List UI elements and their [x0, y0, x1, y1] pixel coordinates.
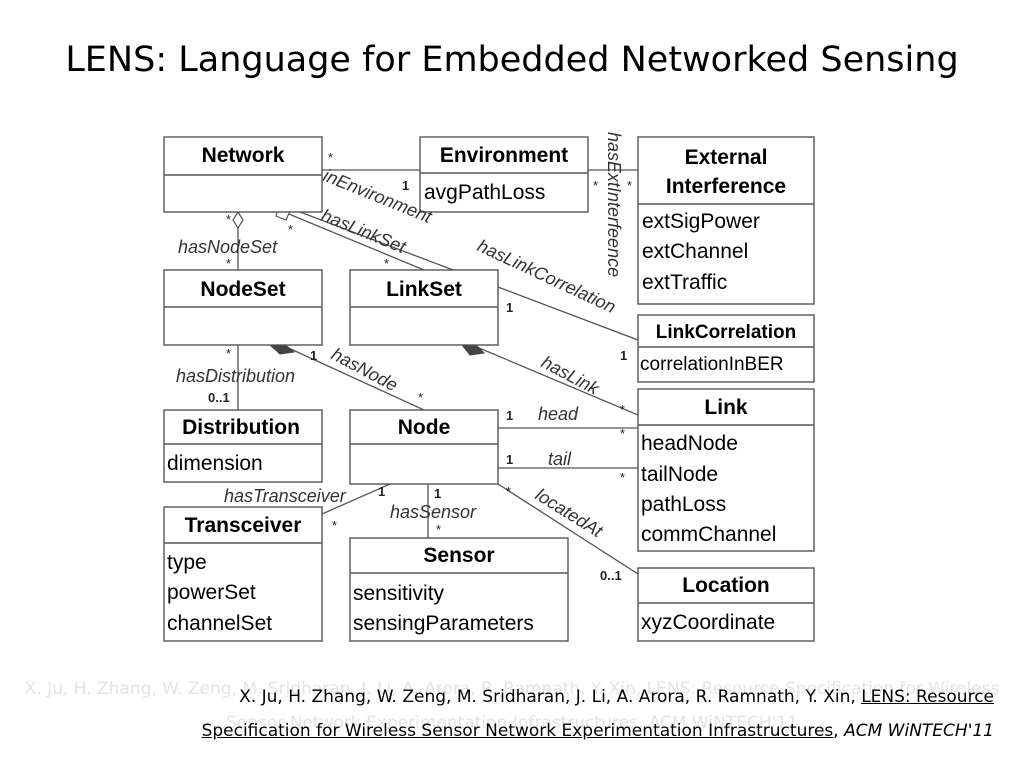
mult-extint-many: *: [627, 178, 632, 193]
citation-paper-link-part1[interactable]: LENS: Resource: [861, 687, 994, 707]
mult-node-loc-many: *: [506, 484, 511, 499]
label-hasNode: hasNode: [328, 344, 401, 395]
citation-separator: ,: [833, 721, 839, 741]
class-linkcorrelation-name: LinkCorrelation: [656, 322, 796, 343]
citation-venue: ACM WiNTECH'11: [844, 721, 994, 741]
mult-nodeset-node-one: 1: [310, 348, 317, 363]
citation-authors: X. Ju, H. Zhang, W. Zeng, M. Sridharan, …: [239, 687, 856, 707]
class-link-name: Link: [704, 396, 747, 419]
edge-nodeset-node: [281, 344, 425, 411]
citation: X. Ju, H. Zhang, W. Zeng, M. Sridharan, …: [30, 680, 994, 748]
mult-dist-zero-one: 0..1: [208, 390, 230, 405]
mult-node-trans-one: 1: [378, 484, 385, 499]
mult-linkset-many: *: [384, 256, 389, 271]
label-hasExtInterference: hasExtInterfeence: [604, 132, 624, 277]
class-location-name: Location: [682, 574, 770, 597]
class-extinterference-name-1: External: [685, 146, 768, 169]
mult-link-tail-many: *: [620, 470, 625, 485]
attr-linkcorrelation-0: correlationInBER: [640, 354, 784, 375]
attr-distribution-0: dimension: [167, 452, 263, 475]
mult-network-linkset-many: *: [288, 222, 293, 237]
class-linkset-name: LinkSet: [386, 278, 462, 301]
attr-sensor-0: sensitivity: [353, 582, 445, 605]
attr-link-0: headNode: [641, 432, 738, 455]
attr-link-1: tailNode: [641, 463, 718, 486]
attr-location-0: xyzCoordinate: [641, 611, 775, 634]
class-transceiver-name: Transceiver: [185, 514, 302, 537]
label-hasSensor: hasSensor: [390, 502, 477, 522]
edge-linkset-link: [471, 344, 639, 416]
aggregation-diamond-nodeset: [232, 210, 244, 230]
attr-extinterference-2: extTraffic: [642, 271, 727, 294]
mult-env-extint-many: *: [593, 178, 598, 193]
mult-network-env-many: *: [328, 150, 333, 165]
mult-node-head-one: 1: [506, 408, 513, 423]
class-sensor-name: Sensor: [423, 544, 494, 567]
mult-link-head-many: *: [620, 426, 625, 441]
edge-network-linkset: [283, 211, 425, 271]
class-node-name: Node: [398, 416, 451, 439]
edge-node-transceiver: [321, 483, 391, 515]
class-nodeset-name: NodeSet: [200, 278, 285, 301]
class-environment-name: Environment: [440, 144, 568, 167]
mult-link-many-top: *: [620, 402, 625, 417]
mult-network-nodeset-many: *: [226, 212, 231, 227]
attr-extinterference-1: extChannel: [642, 240, 748, 263]
mult-sensor-many: *: [436, 522, 441, 537]
edge-node-location: [497, 483, 639, 575]
citation-paper-link-part2[interactable]: Specification for Wireless Sensor Networ…: [201, 721, 834, 741]
label-head: head: [538, 404, 579, 424]
mult-node-sensor-one: 1: [434, 486, 441, 501]
mult-node-tail-one: 1: [506, 452, 513, 467]
mult-trans-many: *: [332, 518, 337, 533]
mult-linkset-one: 1: [506, 300, 513, 315]
citation-shadow: X. Ju, H. Zhang, W. Zeng, M. Sridharan, …: [24, 679, 1000, 733]
mult-linkcorr-one: 1: [620, 348, 627, 363]
class-extinterference-name-2: Interference: [666, 175, 786, 198]
mult-node-many: *: [418, 390, 423, 405]
attr-extinterference-0: extSigPower: [642, 210, 760, 233]
class-network-name: Network: [202, 144, 285, 167]
attr-transceiver-1: powerSet: [167, 581, 256, 604]
mult-nodeset-dist-many: *: [226, 346, 231, 361]
label-hasDistribution: hasDistribution: [176, 366, 295, 386]
label-hasLink: hasLink: [538, 352, 603, 399]
attr-transceiver-0: type: [167, 551, 207, 574]
label-tail: tail: [548, 449, 572, 469]
mult-loc-zero-one: 0..1: [600, 568, 622, 583]
attr-link-2: pathLoss: [641, 493, 726, 516]
attr-environment-0: avgPathLoss: [424, 181, 545, 204]
attr-sensor-1: sensingParameters: [353, 612, 534, 635]
attr-transceiver-2: channelSet: [167, 612, 272, 635]
class-distribution-name: Distribution: [182, 416, 300, 439]
attr-link-3: commChannel: [641, 523, 776, 546]
slide-title: LENS: Language for Embedded Networked Se…: [65, 40, 959, 80]
mult-nodeset-many: *: [226, 256, 231, 271]
mult-env-one: 1: [402, 178, 409, 193]
label-hasTransceiver: hasTransceiver: [224, 486, 347, 506]
label-hasNodeSet: hasNodeSet: [178, 237, 278, 257]
